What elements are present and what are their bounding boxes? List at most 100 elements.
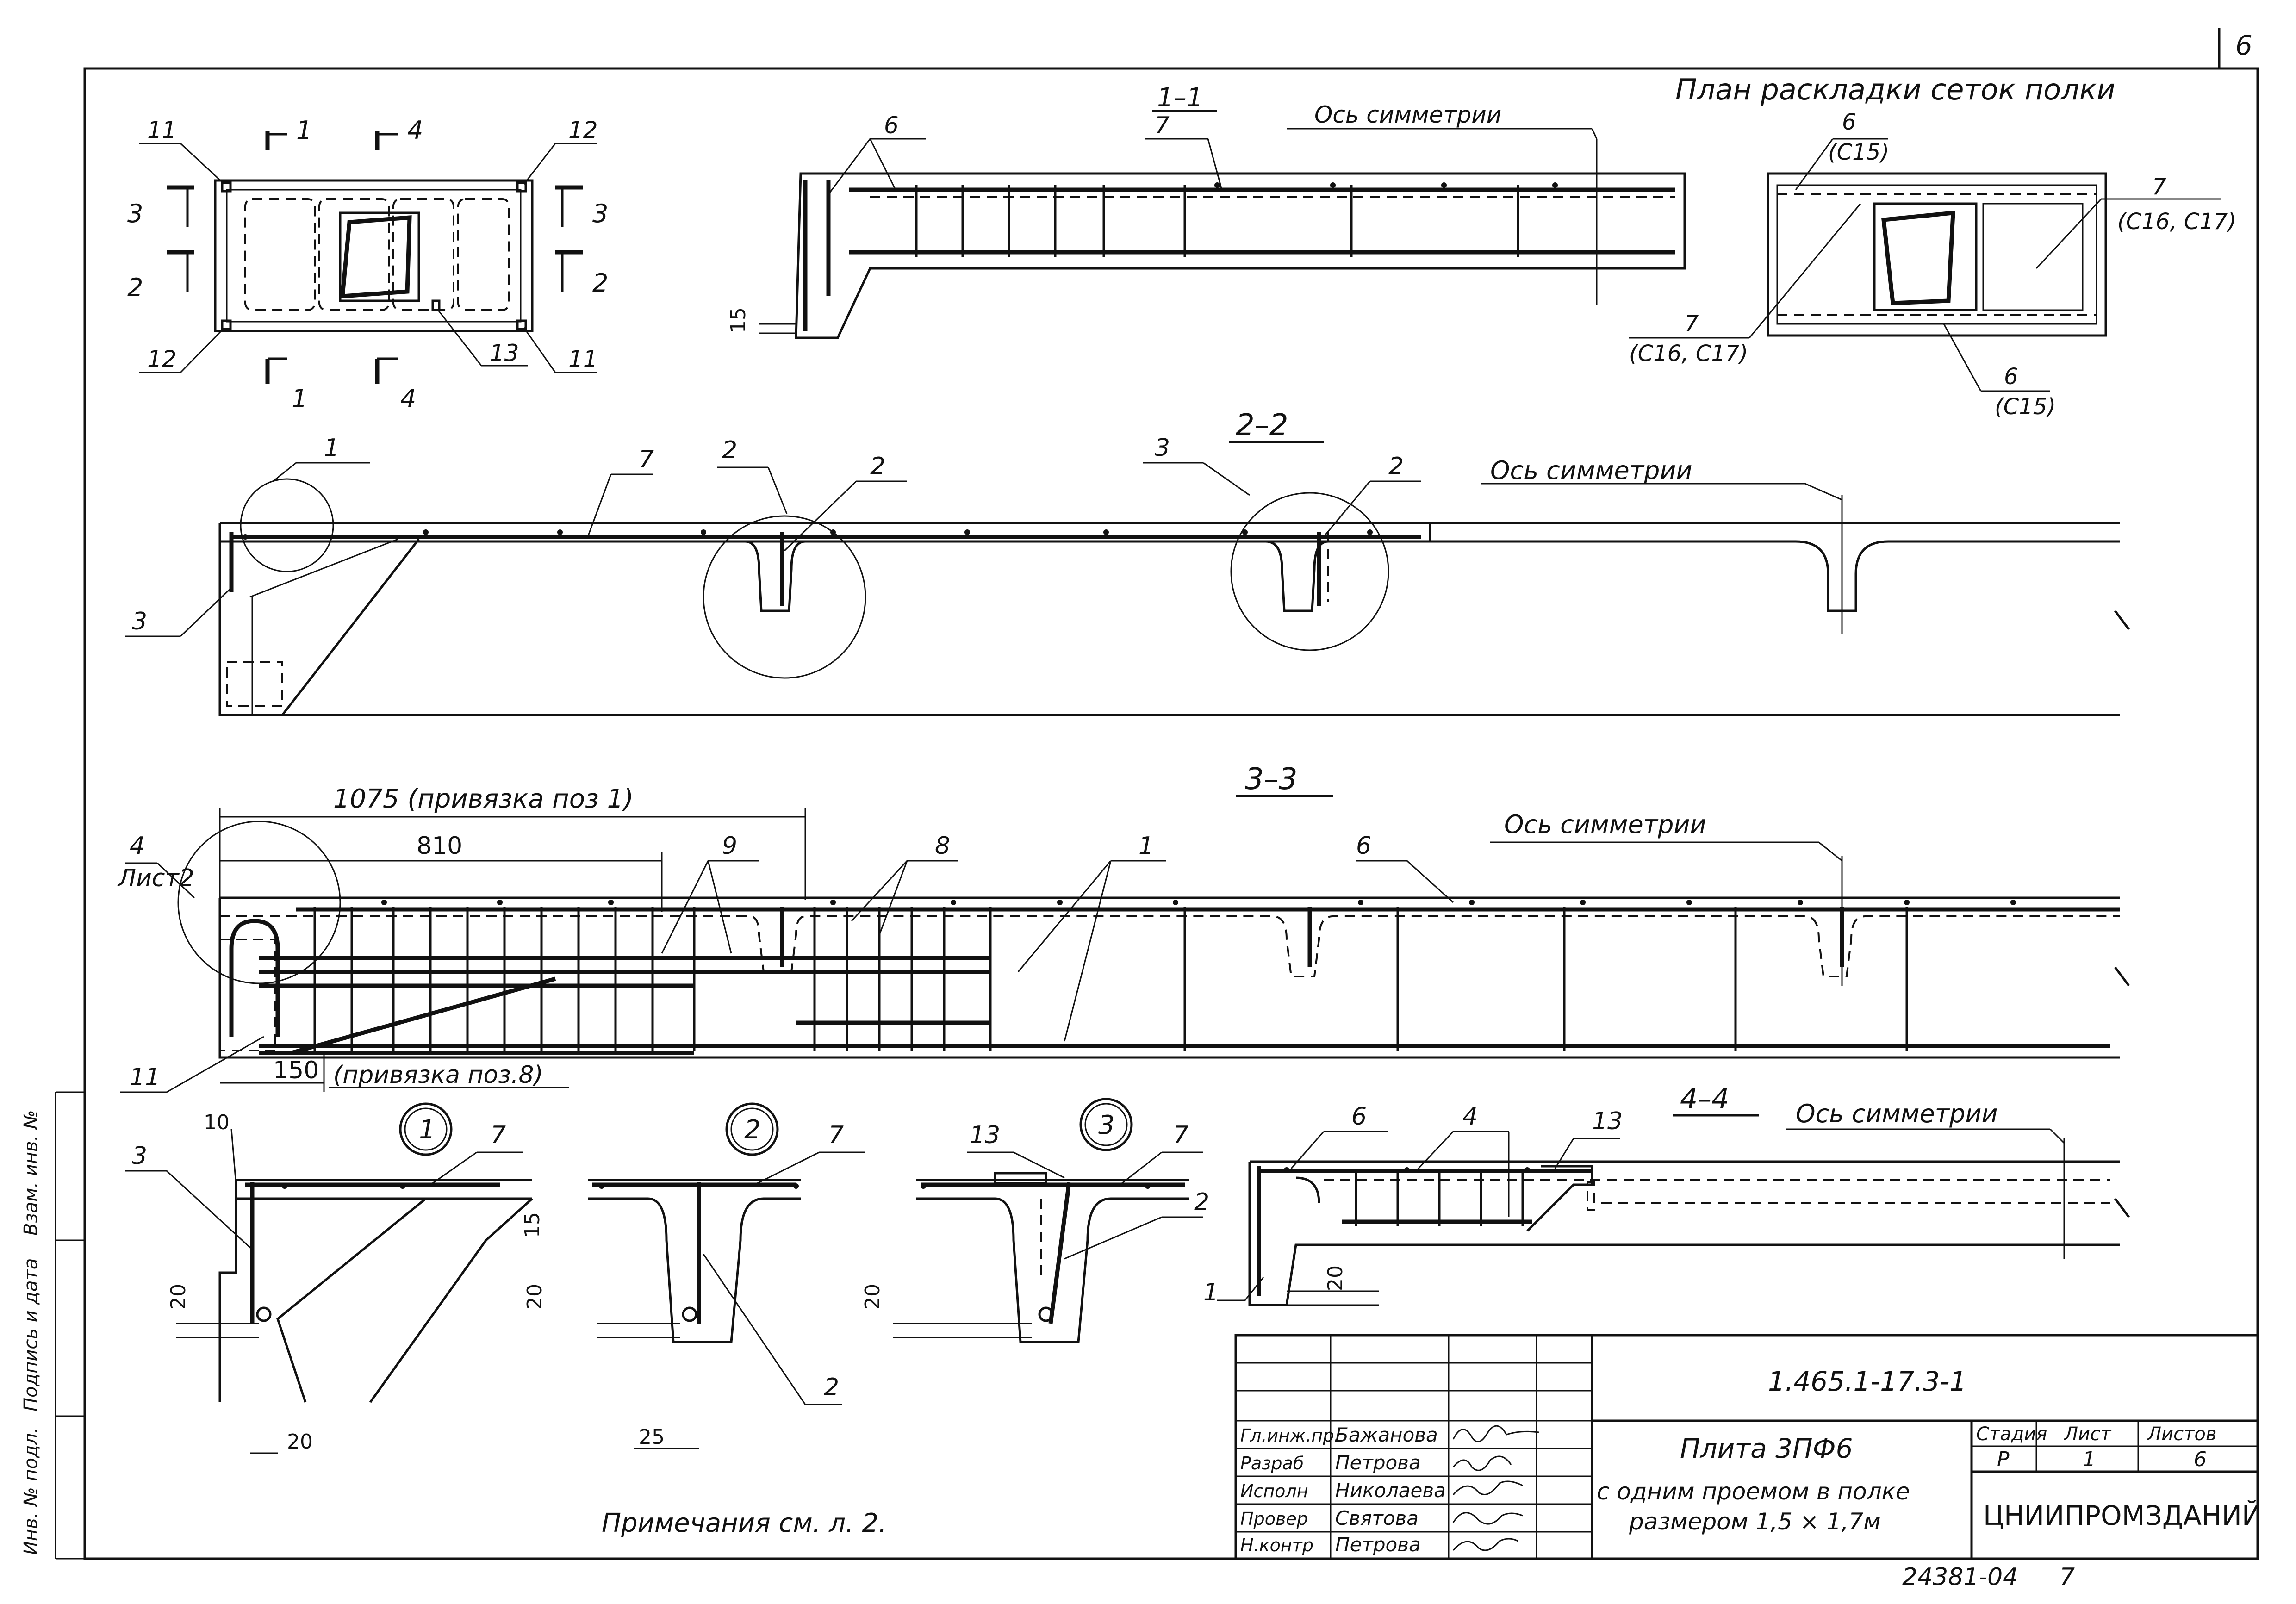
mesh-p7-right: 7 bbox=[2152, 174, 2166, 200]
stamp-sign-date: Подпись и дата bbox=[20, 1258, 42, 1411]
dim-150: 150 bbox=[273, 1057, 319, 1084]
cut-label-1-top: 1 bbox=[296, 116, 312, 145]
sheet-value: 1 bbox=[2083, 1448, 2096, 1471]
detail-3-pos2: 2 bbox=[1194, 1188, 1209, 1216]
pos-13: 13 bbox=[490, 340, 519, 367]
product-title: Плита 3ПФ6 bbox=[1680, 1433, 1853, 1464]
section-1-1: 1–1 Ось симметрии 6 7 15 bbox=[727, 83, 1686, 339]
stage-head: Стадия bbox=[1976, 1424, 2047, 1445]
detail-1-dim20h: 20 bbox=[287, 1430, 313, 1454]
detail-1-number: 1 bbox=[419, 1115, 436, 1145]
mesh-plan-title: План раскладки сеток полки bbox=[1675, 73, 2116, 106]
section-2-2-pos3: 3 bbox=[132, 608, 147, 635]
section-2-2-pos2a: 2 bbox=[870, 453, 885, 480]
detail-3-number: 3 bbox=[1098, 1110, 1115, 1140]
section-4-4-pos1: 1 bbox=[1203, 1279, 1219, 1306]
section-1-1-pos6: 6 bbox=[884, 112, 899, 139]
product-desc-1: с одним проемом в полке bbox=[1597, 1478, 1910, 1505]
detail-1-pos3: 3 bbox=[132, 1142, 147, 1170]
section-4-4-dim20: 20 bbox=[1324, 1265, 1347, 1291]
section-4-4-axis: Ось симметрии bbox=[1796, 1099, 1998, 1128]
section-4-4: 4–4 Ось симметрии 6 4 13 1 20 bbox=[1203, 1083, 2130, 1306]
detail-2-number: 2 bbox=[744, 1115, 761, 1145]
detail-1-pos7: 7 bbox=[491, 1121, 506, 1149]
cut-label-3-right: 3 bbox=[592, 199, 608, 228]
mesh-p7-right-sub: (С16, С17) bbox=[2117, 209, 2236, 235]
section-2-2-title: 2–2 bbox=[1236, 408, 1288, 442]
section-1-1-axis: Ось симметрии bbox=[1314, 101, 1501, 128]
section-3-3-title: 3–3 bbox=[1245, 762, 1297, 796]
sig-name-2: Николаева bbox=[1335, 1479, 1446, 1502]
mesh-p6-top-sub: (С15) bbox=[1828, 139, 1889, 165]
archive-number: 24381-04 bbox=[1902, 1563, 2018, 1591]
sheet-head: Лист bbox=[2063, 1424, 2112, 1445]
section-2-2-pos7: 7 bbox=[639, 446, 654, 473]
detail-3-pos13: 13 bbox=[970, 1121, 1000, 1149]
mesh-p6-bottom: 6 bbox=[2004, 364, 2018, 390]
cut-label-4-bottom: 4 bbox=[400, 384, 416, 413]
dim-1075: 1075 (привязка поз 1) bbox=[333, 784, 634, 814]
section-1-1-title: 1–1 bbox=[1157, 83, 1203, 113]
sig-role-4: Н.контр bbox=[1240, 1535, 1313, 1555]
section-3-3-pos11: 11 bbox=[130, 1063, 160, 1091]
doc-code: 1.465.1-17.3-1 bbox=[1768, 1366, 1966, 1397]
sig-name-3: Святова bbox=[1335, 1507, 1419, 1529]
cut-label-3-left: 3 bbox=[127, 199, 143, 228]
pos-12-bl: 12 bbox=[147, 346, 177, 373]
mesh-p7-left-sub: (С16, С17) bbox=[1629, 341, 1748, 367]
section-2-2-circle-label-3: 3 bbox=[1155, 434, 1170, 462]
detail-1-dim10: 10 bbox=[204, 1111, 230, 1134]
plan-view: 1 1 4 4 3 3 2 2 11 12 12 11 13 bbox=[127, 116, 608, 413]
detail-2-pos2: 2 bbox=[824, 1374, 839, 1401]
cut-label-4-top: 4 bbox=[407, 116, 423, 145]
sig-name-0: Бажанова bbox=[1335, 1424, 1438, 1446]
section-1-1-pos7: 7 bbox=[1155, 112, 1170, 139]
section-3-3-pos9: 9 bbox=[722, 832, 737, 860]
pos-12-tr: 12 bbox=[568, 117, 598, 143]
section-3-3-pos6: 6 bbox=[1356, 832, 1371, 860]
sig-name-1: Петрова bbox=[1335, 1451, 1421, 1474]
section-2-2-pos2b: 2 bbox=[1388, 453, 1404, 480]
side-stamp: Инв. № подл. Подпись и дата Взам. инв. № bbox=[20, 1091, 85, 1560]
section-4-4-pos6: 6 bbox=[1351, 1103, 1367, 1131]
section-1-1-dim15: 15 bbox=[727, 307, 750, 333]
section-3-3-pos1: 1 bbox=[1139, 832, 1154, 860]
sig-role-0: Гл.инж.пр. bbox=[1240, 1425, 1339, 1446]
detail-2-dim25: 25 bbox=[639, 1425, 665, 1449]
section-4-4-title: 4–4 bbox=[1680, 1083, 1729, 1115]
section-4-4-pos4: 4 bbox=[1462, 1103, 1478, 1131]
detail-1: 1 10 20 15 20 3 7 bbox=[125, 1102, 544, 1454]
detail-2-dim20: 20 bbox=[523, 1284, 547, 1310]
corner-number: 6 bbox=[2235, 30, 2252, 61]
section-2-2-circle-label-2: 2 bbox=[722, 436, 737, 464]
organization: ЦНИИПРОМЗДАНИЙ bbox=[1983, 1499, 2262, 1531]
sig-role-2: Исполн bbox=[1240, 1481, 1308, 1501]
section-2-2-axis: Ось симметрии bbox=[1490, 456, 1692, 485]
title-block: 1.465.1-17.3-1 Плита 3ПФ6 с одним проемо… bbox=[1234, 1334, 2262, 1560]
section-2-2-circle-label-1: 1 bbox=[324, 434, 339, 462]
section-4-4-pos13: 13 bbox=[1592, 1107, 1623, 1135]
notes-reference: Примечания см. л. 2. bbox=[602, 1508, 887, 1538]
pos-11-br: 11 bbox=[568, 346, 598, 373]
detail-3: 3 20 13 7 2 bbox=[861, 1098, 1209, 1343]
mesh-p7-left: 7 bbox=[1685, 311, 1699, 336]
handwritten-signatures bbox=[1452, 1425, 1539, 1551]
sig-name-4: Петрова bbox=[1335, 1533, 1421, 1556]
pos-11-tl: 11 bbox=[147, 117, 177, 143]
cut-label-1-bottom: 1 bbox=[292, 384, 307, 413]
sig-role-1: Разраб bbox=[1240, 1453, 1304, 1473]
section-3-3: 3–3 bbox=[117, 762, 2130, 1093]
section-3-3-stirrups bbox=[313, 907, 1908, 1051]
dim-150-note: (привязка поз.8) bbox=[333, 1061, 543, 1089]
detail-3-dim20: 20 bbox=[861, 1284, 884, 1310]
stage-value: Р bbox=[1997, 1448, 2010, 1471]
dim-810: 810 bbox=[417, 832, 462, 860]
cut-label-2-right: 2 bbox=[592, 268, 608, 298]
section-3-3-pos4: 4 bbox=[130, 832, 145, 860]
detail-3-pos7: 7 bbox=[1173, 1121, 1188, 1149]
mesh-plan: План раскладки сеток полки 6 (С15) 7 (С1… bbox=[1629, 73, 2236, 420]
section-4-4-stirrups bbox=[1355, 1169, 1524, 1226]
section-3-3-pos8: 8 bbox=[935, 832, 950, 860]
detail-2: 2 20 25 7 2 bbox=[523, 1102, 865, 1449]
